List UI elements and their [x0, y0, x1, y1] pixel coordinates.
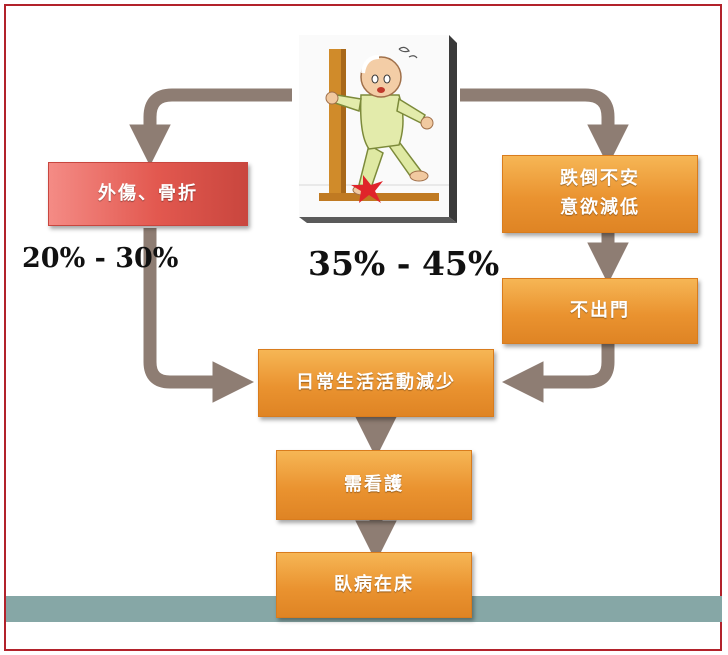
trauma-fracture-box: 外傷、骨折 — [48, 162, 248, 226]
stay-home-box: 不出門 — [502, 278, 698, 344]
percentage-fear: 35% - 45% — [308, 244, 500, 283]
need-care-box: 需看護 — [276, 450, 472, 520]
reduced-adl-box: 日常生活活動減少 — [258, 349, 494, 417]
arrow-stayhome-to-adl — [502, 344, 615, 403]
percentage-trauma: 20% - 30% — [22, 243, 179, 274]
bedridden-box: 臥病在床 — [276, 552, 472, 618]
arrow-to-fear — [460, 88, 629, 166]
falling-elderly-illustration — [299, 35, 457, 223]
arrow-trauma-to-adl — [143, 228, 254, 403]
arrow-to-trauma — [129, 88, 292, 166]
fear-of-falling-box: 跌倒不安 意欲減低 — [502, 155, 698, 233]
